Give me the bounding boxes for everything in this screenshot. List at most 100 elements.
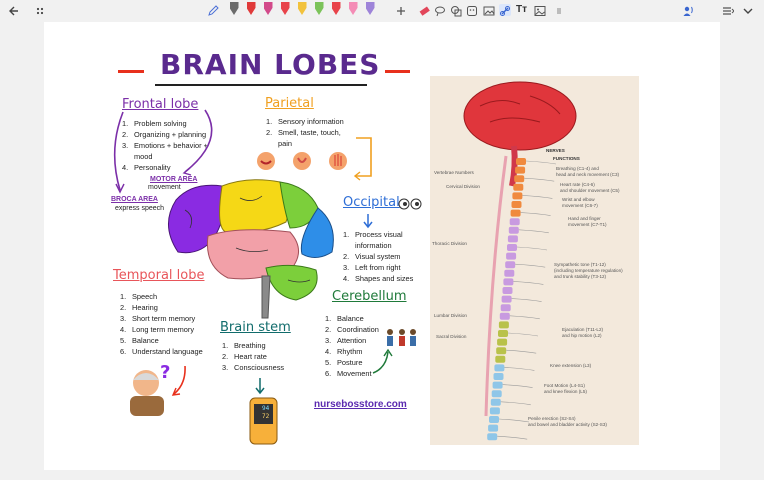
item-text: Posture	[337, 358, 363, 367]
website-url[interactable]: nursebosstore.com	[314, 399, 407, 410]
list-item: 2.Coordination	[325, 324, 379, 335]
function-knee-extension: Knee extension (L3)	[550, 363, 592, 368]
nerve-line	[506, 349, 537, 354]
nerve-line	[515, 263, 546, 268]
title-dash-right	[385, 70, 410, 73]
link-icon[interactable]	[499, 4, 511, 16]
more-icon[interactable]	[553, 4, 565, 16]
pen-tool[interactable]	[296, 2, 308, 18]
nerve-line	[518, 229, 549, 234]
pen-tool[interactable]	[313, 2, 325, 18]
list-item: 6.Understand language	[120, 346, 203, 357]
item-text: Speech	[132, 292, 158, 301]
item-number: 1.	[343, 230, 350, 239]
read-aloud-icon[interactable]	[682, 4, 694, 16]
spinal-cord-illustration	[463, 81, 577, 441]
item-number: 2.	[266, 128, 273, 137]
toolbar: Tт	[0, 0, 764, 22]
nerve-line	[504, 367, 535, 371]
menu-icon[interactable]	[722, 4, 735, 16]
parietal-heading: Parietal	[265, 96, 314, 111]
list-item: 1.Breathing	[222, 340, 284, 351]
temporal-heading: Temporal lobe	[113, 268, 205, 283]
page-title: BRAIN LOBES	[160, 48, 381, 81]
oximeter-bpm: 72	[262, 413, 270, 420]
dots-grid-icon[interactable]	[34, 2, 46, 20]
nerve-line	[500, 401, 531, 406]
broca-area-sub: express speech	[115, 205, 165, 212]
pen-tool[interactable]	[347, 2, 359, 18]
list-item: 2.Visual system	[343, 251, 413, 262]
vertebra	[500, 304, 511, 312]
pen-tool[interactable]	[245, 2, 257, 18]
item-number: 4.	[343, 274, 350, 283]
item-text: Heart rate	[234, 352, 267, 361]
item-number: 6.	[120, 347, 127, 356]
vertebra	[516, 158, 526, 165]
item-number: 3.	[325, 336, 332, 345]
item-number: 1.	[325, 314, 332, 323]
item-text: Short term memory	[132, 314, 196, 323]
item-text: Balance	[337, 314, 364, 323]
image-icon[interactable]	[534, 4, 546, 16]
pen-tool[interactable]	[228, 2, 240, 18]
pen-tool[interactable]	[364, 2, 376, 18]
nerve-line	[498, 418, 530, 423]
vertebra	[487, 433, 498, 441]
arrow-left-icon[interactable]	[6, 2, 20, 20]
function-penile-bowel: Penile erection (S2-S4)and bowel and bla…	[528, 416, 607, 427]
nerve-line	[520, 212, 551, 216]
item-number: 1.	[120, 292, 127, 301]
eraser-icon[interactable]	[418, 4, 430, 16]
vertebra	[506, 252, 517, 260]
vertebra	[495, 355, 506, 363]
vertebra	[498, 321, 509, 329]
item-text: Long term memory	[132, 325, 195, 334]
plus-icon[interactable]	[396, 2, 406, 20]
chevron-down-icon[interactable]	[740, 2, 756, 20]
vertebra	[507, 244, 517, 251]
nervous-system-figure[interactable]: NERVES FUNCTIONS Vertebrae Numbers Cervi…	[430, 76, 639, 445]
cerebellum-heading: Cerebellum	[332, 289, 407, 304]
pen-tool[interactable]	[279, 2, 291, 18]
pen-tip-icon	[297, 2, 307, 15]
nerve-line	[507, 332, 539, 337]
item-text: Attention	[337, 336, 367, 345]
image-select-icon[interactable]	[483, 4, 495, 16]
item-number: 4.	[325, 347, 332, 356]
item-number: 2.	[343, 252, 350, 261]
pen-tool[interactable]	[330, 2, 342, 18]
pencil-icon[interactable]	[206, 2, 220, 20]
frontal-arrow-left	[113, 111, 124, 191]
list-item: 4.Shapes and sizes	[343, 273, 413, 284]
list-item: 1.Problem solving	[122, 118, 208, 129]
pen-tool[interactable]	[262, 2, 274, 18]
item-number: 2.	[120, 303, 127, 312]
brain-illustration	[168, 179, 334, 319]
function-ejaculation: Ejaculation (T11-L2)and hip motion (L2)	[562, 327, 604, 338]
vertebra	[504, 269, 515, 277]
item-text: Movement	[337, 369, 372, 378]
list-item: 6.Movement	[325, 368, 379, 379]
lasso-icon[interactable]	[434, 4, 446, 17]
lumbar-label: Lumbar Division	[434, 313, 467, 318]
taste-icon	[257, 152, 275, 170]
pen-tip-icon	[348, 2, 358, 15]
item-text: mood	[134, 152, 153, 161]
sticker-icon[interactable]	[466, 4, 478, 16]
text-icon[interactable]: Tт	[516, 4, 528, 15]
shapes-icon[interactable]	[450, 4, 462, 17]
item-text: Smell, taste, touch,	[278, 128, 341, 137]
cervical-label: Cervical Division	[446, 184, 480, 189]
item-text: pain	[278, 139, 292, 148]
vertebrae-label: Vertebrae Numbers	[434, 170, 474, 175]
list-item: 2.Hearing	[120, 302, 203, 313]
svg-text:?: ?	[160, 362, 170, 383]
list-item: 3. Attention	[325, 335, 379, 346]
item-number: 4.	[120, 325, 127, 334]
elderly-person-icon: ?	[130, 362, 170, 416]
list-item: 3.Left from right	[343, 262, 413, 273]
